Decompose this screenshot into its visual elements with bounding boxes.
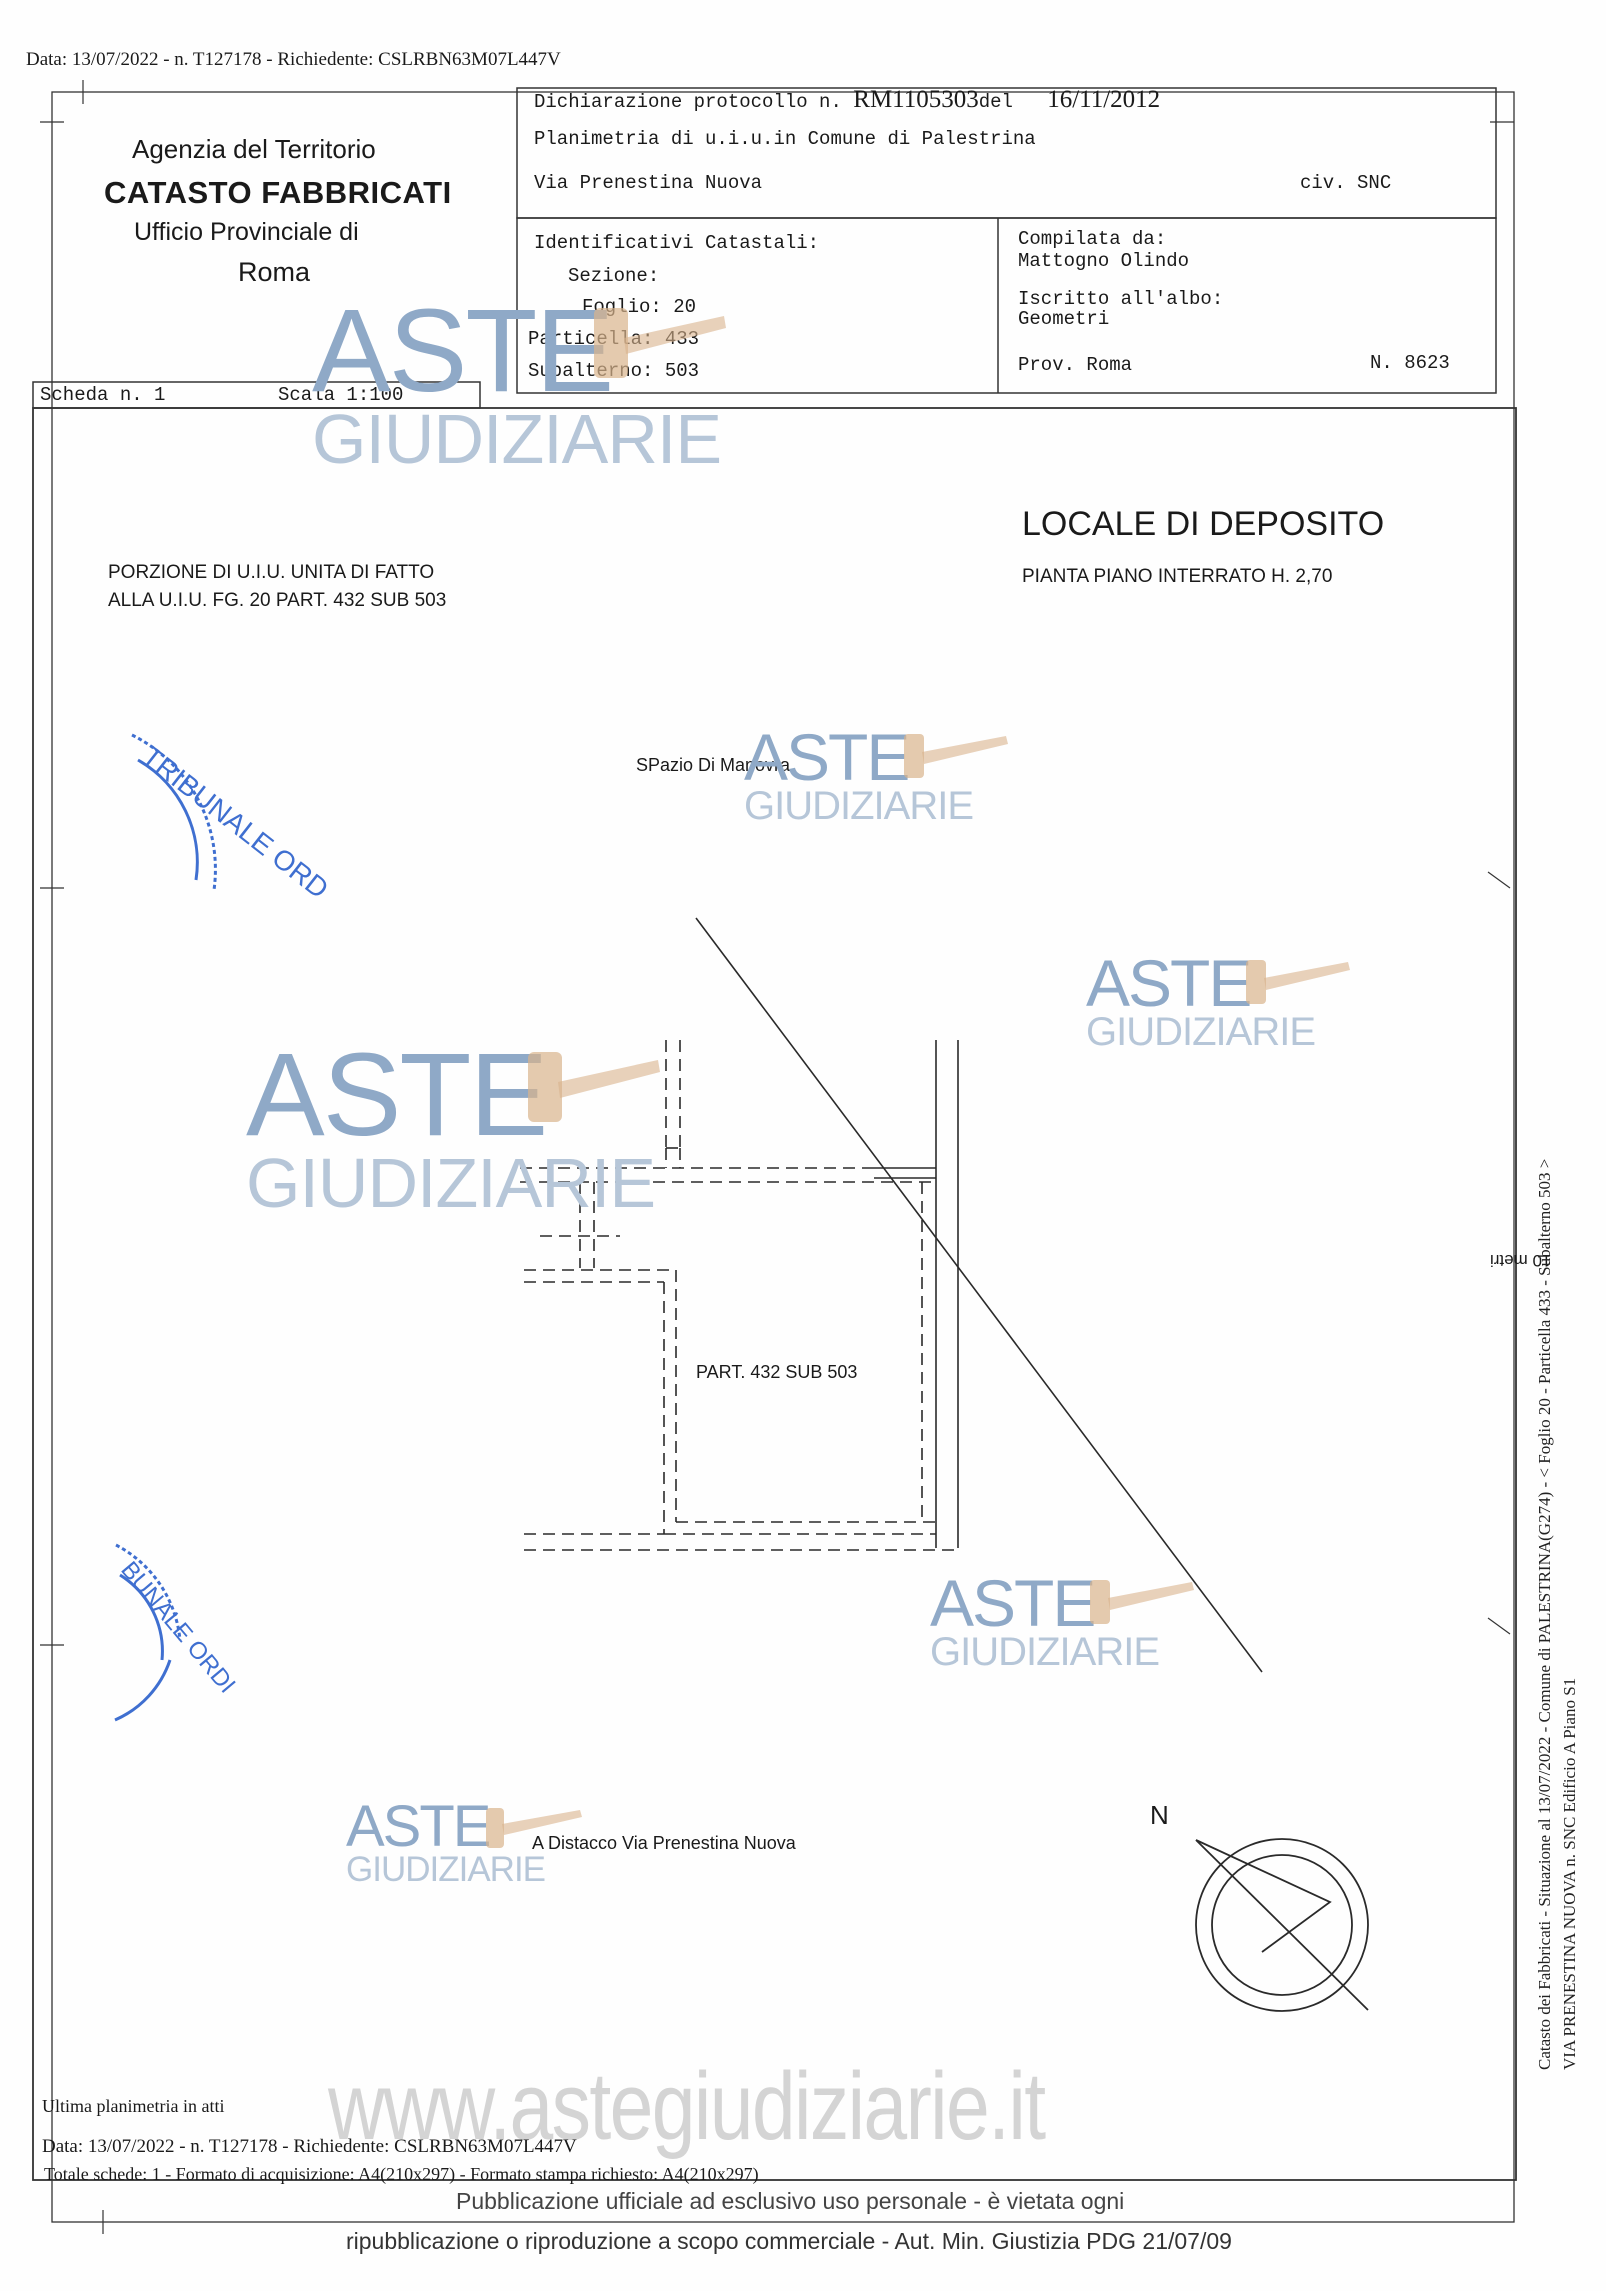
address-line: Via Prenestina Nuova xyxy=(534,172,763,194)
distacco-label: A Distacco Via Prenestina Nuova xyxy=(532,1833,796,1853)
footer-publication-line2: ripubblicazione o riproduzione a scopo c… xyxy=(346,2228,1232,2254)
footer-data: Data: 13/07/2022 - n. T127178 - Richiede… xyxy=(42,2136,577,2157)
sezione: Sezione: xyxy=(568,265,660,287)
drawing-subtitle: PIANTA PIANO INTERRATO H. 2,70 xyxy=(1022,566,1333,587)
planimetria-line: Planimetria di u.i.u.in Comune di Palest… xyxy=(534,128,1036,150)
watermark-url: www.astegiudiziarie.it xyxy=(328,2053,1046,2160)
spazio-label: SPazio Di Manovra xyxy=(636,755,791,775)
prov-label: Prov. Roma xyxy=(1018,354,1133,376)
agency-office: Ufficio Provinciale di xyxy=(134,218,359,246)
porzione-note-line2: ALLA U.I.U. FG. 20 PART. 432 SUB 503 xyxy=(108,590,447,611)
svg-text:BUNALE ORDI: BUNALE ORDI xyxy=(115,1557,240,1699)
identificativi-title: Identificativi Catastali: xyxy=(534,232,820,254)
civic-number: civ. SNC xyxy=(1300,172,1392,194)
porzione-note-line1: PORZIONE DI U.I.U. UNITA DI FATTO xyxy=(108,562,435,583)
diagonal-boundary xyxy=(695,917,1263,1673)
side-text-line1: Catasto dei Fabbricati - Situazione al 1… xyxy=(1535,1158,1554,2070)
svg-text:TRIBUNALE ORD: TRIBUNALE ORD xyxy=(136,740,334,904)
protocol-line: Dichiarazione protocollo n. RM1105303del… xyxy=(534,86,1161,113)
albo-name: Geometri xyxy=(1018,308,1110,330)
compilata-label: Compilata da: xyxy=(1018,228,1167,250)
drawing-title: LOCALE DI DEPOSITO xyxy=(1022,505,1385,543)
footer-totale: Totale schede: 1 - Formato di acquisizio… xyxy=(44,2164,759,2184)
court-stamp-icon: TRIBUNALE ORD xyxy=(131,733,334,905)
side-text-line2: VIA PRENESTINA NUOVA n. SNC Edificio A P… xyxy=(1560,1677,1579,2070)
agency-city: Roma xyxy=(238,257,311,287)
footer-ultima: Ultima planimetria in atti xyxy=(42,2096,225,2116)
north-label: N xyxy=(1150,1800,1169,1830)
agency-name: Agenzia del Territorio xyxy=(132,134,376,164)
scala: Scala 1:100 xyxy=(278,384,404,406)
top-request-line: Data: 13/07/2022 - n. T127178 - Richiede… xyxy=(26,49,561,70)
part-label: PART. 432 SUB 503 xyxy=(696,1362,858,1382)
court-stamp-icon: BUNALE ORDI xyxy=(114,1543,241,1722)
agency-catasto: CATASTO FABBRICATI xyxy=(104,175,452,210)
scheda-number: Scheda n. 1 xyxy=(40,384,166,406)
north-arrow-icon xyxy=(1195,1838,1369,2012)
albo-number: N. 8623 xyxy=(1370,352,1450,374)
iscritto-label: Iscritto all'albo: xyxy=(1018,288,1224,310)
compilata-name: Mattogno Olindo xyxy=(1018,250,1190,272)
footer-publication-line1: Pubblicazione ufficiale ad esclusivo uso… xyxy=(456,2188,1125,2214)
